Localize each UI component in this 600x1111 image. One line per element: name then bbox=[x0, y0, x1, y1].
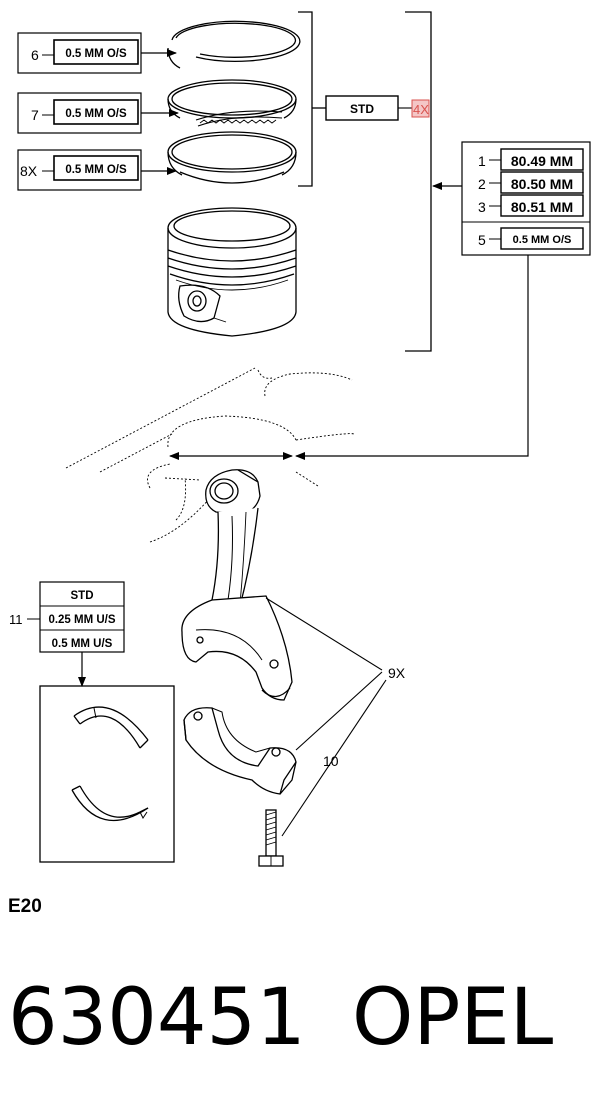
bore-5-number: 5 bbox=[478, 232, 486, 248]
callout-7-text: 0.5 MM O/S bbox=[65, 108, 127, 120]
callout-6: 6 0.5 MM O/S bbox=[17, 32, 177, 74]
bolt-number-label: 10 bbox=[323, 753, 339, 769]
bearing-05-text: 0.5 MM U/S bbox=[52, 638, 113, 650]
callout-6-text: 0.5 MM O/S bbox=[65, 48, 127, 60]
callout-7-number: 7 bbox=[31, 107, 39, 123]
std-rings-qty: 4X bbox=[413, 102, 429, 117]
piston-assembly-bracket bbox=[405, 11, 462, 352]
bearing-number: 11 bbox=[9, 612, 23, 627]
bore-3-text: 80.51 MM bbox=[511, 199, 573, 215]
rod-qty-label: 9X bbox=[388, 665, 406, 681]
bore-1-number: 1 bbox=[478, 153, 486, 169]
std-rings-callout: STD 4X bbox=[325, 95, 430, 121]
bore-2-number: 2 bbox=[478, 176, 486, 192]
bore-size-callout: 1 80.49 MM 2 80.50 MM 3 80.51 MM 5 0.5 M… bbox=[295, 141, 591, 460]
callout-7: 7 0.5 MM O/S bbox=[17, 92, 179, 134]
callout-6-number: 6 bbox=[31, 47, 39, 63]
engine-code: E20 bbox=[8, 896, 42, 917]
piston bbox=[167, 207, 297, 337]
bore-2-text: 80.50 MM bbox=[511, 176, 573, 192]
bearing-025-text: 0.25 MM U/S bbox=[48, 614, 115, 626]
bearing-cap bbox=[183, 707, 297, 795]
piston-ring-bottom bbox=[167, 131, 297, 184]
ring-bracket bbox=[298, 11, 326, 187]
bearing-callout: STD 0.25 MM U/S 0.5 MM U/S 11 bbox=[9, 581, 125, 687]
bore-1-text: 80.49 MM bbox=[511, 153, 573, 169]
callout-8x: 8X 0.5 MM O/S bbox=[17, 149, 177, 191]
bearing-std-text: STD bbox=[71, 590, 94, 602]
rod-bolt bbox=[258, 809, 284, 867]
callout-8x-text: 0.5 MM O/S bbox=[65, 164, 127, 176]
connecting-rod bbox=[181, 469, 293, 701]
qty-highlight bbox=[411, 99, 430, 118]
part-number: 630451 bbox=[8, 973, 306, 1063]
callout-8x-number: 8X bbox=[20, 163, 38, 179]
bore-5-text: 0.5 MM O/S bbox=[513, 234, 572, 246]
piston-ring-top bbox=[167, 20, 301, 69]
rod-leaders bbox=[265, 597, 387, 837]
brand-name: OPEL bbox=[352, 973, 554, 1063]
bearing-shells bbox=[39, 685, 175, 863]
std-rings-text: STD bbox=[350, 102, 374, 116]
oil-ring-expander bbox=[195, 110, 283, 127]
bore-3-number: 3 bbox=[478, 199, 486, 215]
cylinder-block bbox=[65, 367, 355, 543]
